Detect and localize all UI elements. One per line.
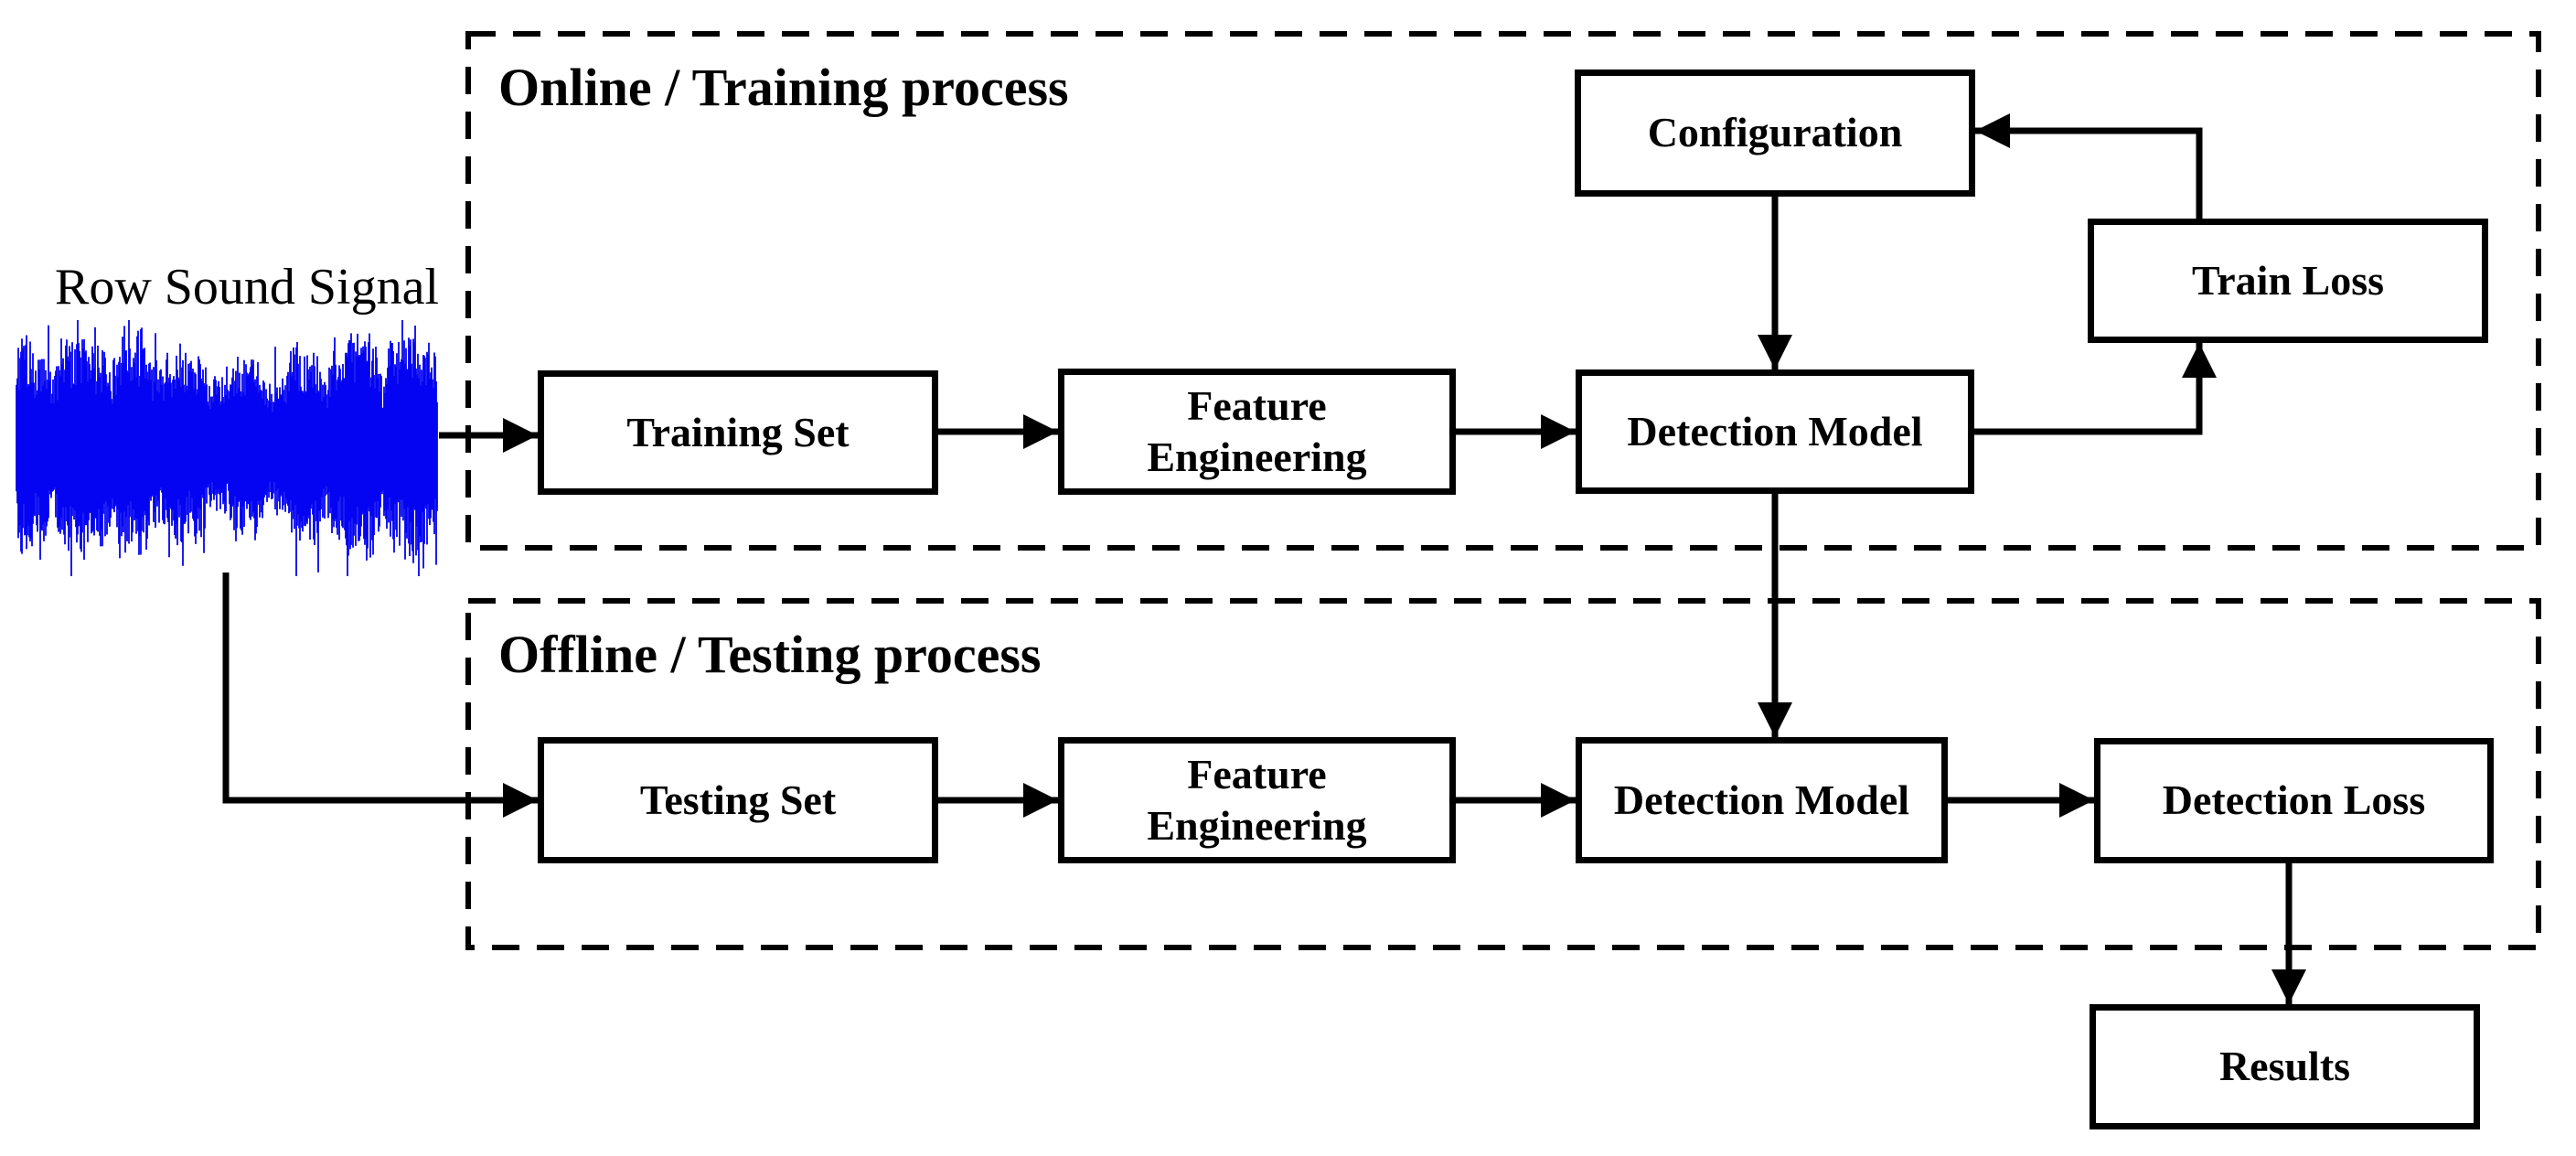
edge-trainloss-configuration [1975, 113, 2203, 219]
testing-process-title: Offline / Testing process [498, 625, 1042, 684]
node-train-loss: Train Loss [2088, 219, 2488, 343]
node-detection-model-testing: Detection Model [1576, 737, 1948, 863]
node-training-set: Training Set [538, 370, 938, 495]
node-configuration: Configuration [1575, 70, 1975, 197]
edge-signal-testingset [222, 573, 538, 818]
node-detection-model-training: Detection Model [1576, 369, 1974, 494]
node-feature-engineering-training: Feature Engineering [1058, 369, 1456, 495]
node-detection-loss: Detection Loss [2094, 738, 2494, 863]
edge-detectionmodel-trainloss [1974, 343, 2217, 435]
node-results: Results [2090, 1004, 2480, 1129]
raw-signal-label: Row Sound Signal [54, 259, 440, 316]
sound-waveform [16, 320, 438, 576]
node-testing-set: Testing Set [538, 737, 938, 863]
training-process-title: Online / Training process [498, 58, 1069, 117]
node-feature-engineering-testing: Feature Engineering [1058, 737, 1456, 863]
training-process-boundary [465, 31, 2541, 551]
testing-process-boundary [465, 598, 2541, 950]
